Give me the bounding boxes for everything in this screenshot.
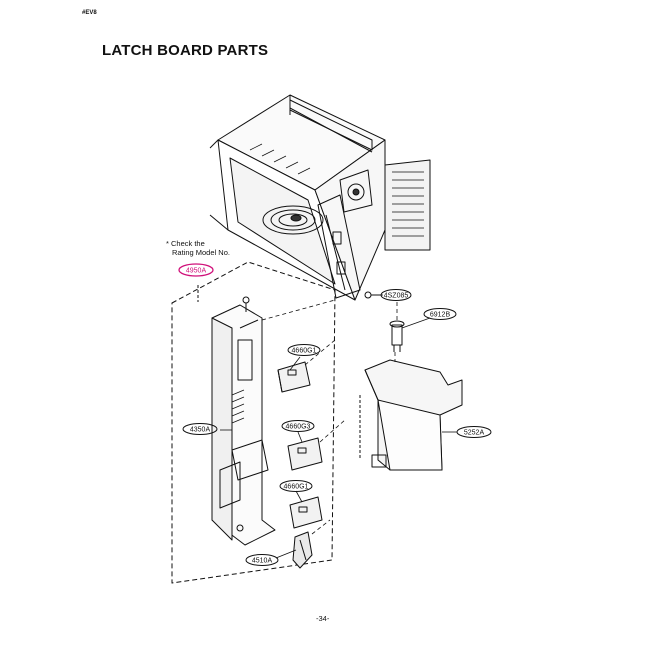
oven-cavity-drawing	[209, 94, 431, 301]
switch-2-drawing	[287, 437, 323, 471]
cover-drawing	[359, 359, 463, 471]
thermostat-drawing	[389, 320, 405, 352]
page-title: LATCH BOARD PARTS	[102, 42, 269, 59]
part-label-switch-1: 4660G1	[292, 348, 317, 355]
highlight-oval	[178, 263, 214, 277]
switch-1-drawing	[277, 361, 311, 393]
rating-note: * Check the Rating Model No.	[166, 239, 230, 257]
assembly-outline	[171, 261, 336, 584]
page-number: -34-	[316, 614, 330, 623]
part-labels: 4950A 4SZ085 6912B 4660G1 4660G3 4660G1 …	[186, 268, 485, 565]
document-code: #EV8	[82, 10, 97, 16]
latch-board-drawing	[211, 296, 276, 546]
rating-note-line-2: Rating Model No.	[172, 248, 230, 257]
part-label-screw: 4SZ085	[384, 293, 409, 300]
part-label-latch-board: 4350A	[190, 427, 211, 434]
leader-lines	[220, 294, 457, 559]
explode-lines	[261, 299, 398, 535]
part-label-lever: 4510A	[252, 558, 273, 565]
part-label-highlighted: 4950A	[186, 268, 207, 275]
rating-note-line-1: * Check the	[166, 239, 205, 248]
part-label-switch-3: 4660G1	[284, 484, 309, 491]
part-label-thermo-top: 6912B	[430, 312, 451, 319]
lever-drawing	[292, 531, 313, 569]
part-label-switch-2: 4660G3	[286, 424, 311, 431]
switch-3-drawing	[289, 496, 323, 529]
part-label-cover: 5252A	[464, 430, 485, 437]
